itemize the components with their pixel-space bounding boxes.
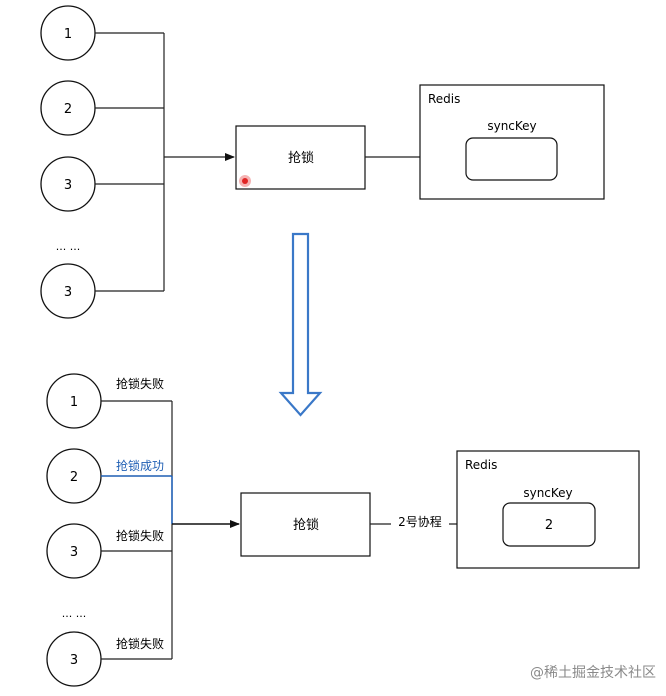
transition-down-arrow [278, 232, 323, 417]
bottom-connectors [101, 400, 173, 660]
bottom-node-3: 3 [46, 523, 102, 579]
top-diagram: 1 2 3 ... ... 3 抢锁 [40, 5, 605, 319]
bottom-node-label: 3 [70, 545, 78, 560]
top-node-label: 1 [64, 27, 72, 42]
edge-label-bg [391, 513, 449, 529]
top-redis-title: Redis [428, 92, 460, 106]
top-node-n: 3 [40, 263, 96, 319]
top-node-1: 1 [40, 5, 96, 61]
top-ellipsis: ... ... [56, 240, 80, 253]
bottom-synckey-value-box [502, 502, 596, 547]
attempt-label-1: 抢锁失败 [116, 376, 164, 391]
attempt-label-n: 抢锁失败 [116, 636, 164, 651]
bottom-node-label: 2 [70, 470, 78, 485]
bottom-diagram: 1 2 3 ... ... 3 抢锁失败 抢锁 [46, 373, 640, 687]
bottom-synckey-label: syncKey [523, 486, 572, 500]
top-synckey-value-box [465, 137, 558, 181]
top-lock-box: 抢锁 [235, 125, 366, 190]
top-connectors [95, 32, 235, 292]
bottom-redis-box: Redis syncKey 2 [456, 450, 640, 569]
top-node-3: 3 [40, 156, 96, 212]
edge-label: 2号协程 [398, 514, 442, 529]
top-node-label: 2 [64, 102, 72, 117]
top-node-label: 3 [64, 285, 72, 300]
bottom-redis-title: Redis [465, 458, 497, 472]
bottom-node-1: 1 [46, 373, 102, 429]
top-lock-label: 抢锁 [288, 150, 314, 166]
top-node-2: 2 [40, 80, 96, 136]
bottom-node-n: 3 [46, 631, 102, 687]
bottom-lock-box: 抢锁 [240, 492, 371, 557]
success-path [101, 475, 173, 524]
bottom-synckey-value: 2 [545, 518, 553, 533]
bottom-lock-label: 抢锁 [293, 517, 319, 533]
attempt-label-2-success: 抢锁成功 [116, 458, 164, 473]
attempt-label-3: 抢锁失败 [116, 528, 164, 543]
bottom-node-label: 1 [70, 395, 78, 410]
watermark: @稀土掘金技术社区 [530, 665, 656, 681]
bottom-node-2: 2 [46, 448, 102, 504]
cursor-indicator [239, 175, 251, 187]
bottom-node-label: 3 [70, 653, 78, 668]
top-synckey-label: syncKey [487, 119, 536, 133]
top-redis-box: Redis syncKey [419, 84, 605, 200]
top-node-label: 3 [64, 178, 72, 193]
bottom-ellipsis: ... ... [62, 607, 86, 620]
